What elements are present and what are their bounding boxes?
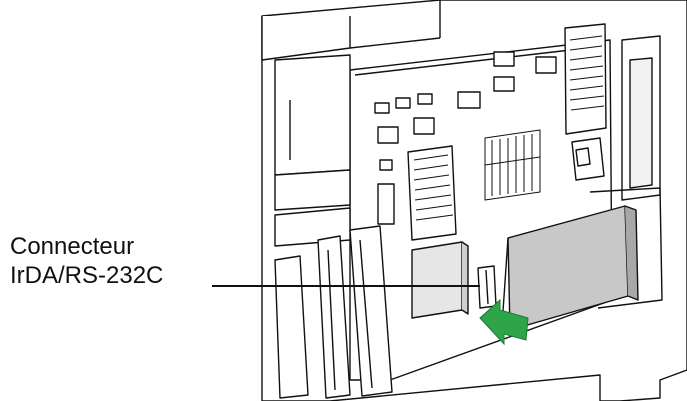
chip <box>377 183 395 225</box>
card-slot-2 <box>349 225 393 397</box>
left-bracket-2 <box>274 169 351 211</box>
chip <box>417 93 433 105</box>
green-insert-arrow <box>479 298 529 346</box>
left-bracket-1 <box>274 54 351 176</box>
connector-callout-label: Connecteur IrDA/RS-232C <box>10 232 163 290</box>
vertical-connector <box>564 23 607 135</box>
chip <box>413 117 435 135</box>
chassis-top-edge <box>261 16 351 61</box>
chip <box>535 56 557 74</box>
card-slot-1 <box>317 235 351 399</box>
chip <box>493 51 515 67</box>
pin-header <box>484 129 541 201</box>
chip <box>457 91 481 109</box>
chip <box>374 102 390 114</box>
chip <box>377 126 399 144</box>
large-chip <box>411 241 463 319</box>
callout-line-2: IrDA/RS-232C <box>10 262 164 289</box>
chip <box>395 97 411 109</box>
chip <box>493 76 515 92</box>
chip <box>379 159 393 171</box>
card-slot-3 <box>274 255 309 399</box>
left-bracket-3 <box>274 207 351 247</box>
callout-line-1: Connecteur <box>10 233 135 260</box>
